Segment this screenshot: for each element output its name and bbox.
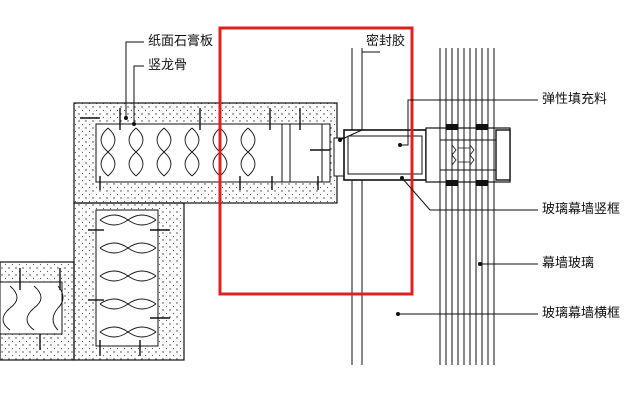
label-elastic-filler: 弹性填充料 bbox=[542, 92, 608, 107]
leader-elastic-filler bbox=[400, 99, 538, 146]
lower-left-wall-segment bbox=[0, 261, 75, 361]
column-cavity bbox=[95, 209, 159, 347]
label-gypsum-board: 纸面石膏板 bbox=[148, 34, 214, 49]
vertical-wall-segment bbox=[73, 202, 185, 361]
lower-insulation bbox=[2, 285, 64, 331]
leader-sealant bbox=[339, 51, 380, 141]
leader-gypsum-board bbox=[125, 41, 144, 118]
leader-vertical-keel bbox=[133, 65, 144, 124]
label-sealant: 密封胶 bbox=[366, 34, 406, 49]
label-curtain-wall-glass: 幕墙玻璃 bbox=[542, 256, 595, 271]
upper-wall-segment bbox=[73, 102, 338, 204]
leader-dots bbox=[124, 116, 482, 316]
glass-spacer-bottom bbox=[446, 180, 458, 186]
upper-wall-cavity bbox=[95, 123, 283, 183]
upper-wall-stud-box bbox=[281, 123, 331, 183]
glass-spacer-top bbox=[446, 124, 458, 130]
highlight-box bbox=[218, 26, 414, 296]
lower-wall-cavity bbox=[0, 281, 63, 335]
leader-lines bbox=[125, 41, 538, 315]
label-vertical-keel: 竖龙骨 bbox=[148, 58, 188, 73]
leader-mullion bbox=[401, 177, 538, 211]
sealant-joint bbox=[333, 137, 345, 177]
curtain-wall-assembly bbox=[333, 48, 511, 365]
label-curtain-wall-transom: 玻璃幕墙横框 bbox=[542, 306, 621, 321]
glass-panes bbox=[439, 48, 495, 365]
label-curtain-wall-mullion: 玻璃幕墙竖框 bbox=[542, 202, 621, 217]
pressure-plate bbox=[495, 129, 511, 181]
